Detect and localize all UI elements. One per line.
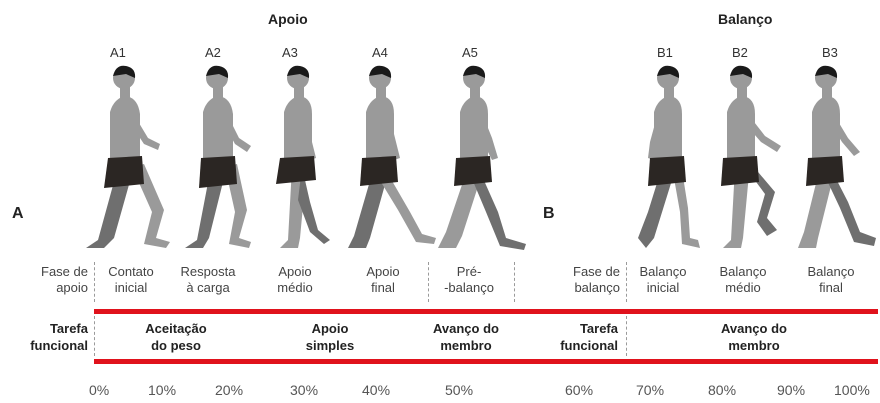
- task-weight-acceptance: Aceitação do peso: [145, 321, 207, 353]
- swing-row-label: Fase de balanço: [573, 264, 620, 295]
- percent-label: 50%: [445, 382, 474, 398]
- divider: [428, 262, 429, 302]
- divider: [626, 262, 627, 302]
- swing-heading: Balanço: [718, 11, 773, 27]
- percent-label: 0%: [89, 382, 110, 398]
- task-limb-advancement-stance: Avanço do membro: [433, 321, 499, 353]
- figure-code-b2: B2: [732, 45, 748, 60]
- percent-label: 90%: [777, 382, 806, 398]
- phase-terminal-swing: Balanço final: [807, 264, 855, 295]
- walking-figure-a1: [86, 65, 170, 248]
- figure-code-b3: B3: [822, 45, 838, 60]
- figure-code-a1: A1: [110, 45, 126, 60]
- stance-task-label: Tarefa funcional: [30, 321, 88, 353]
- stance-heading: Apoio: [268, 11, 308, 27]
- task-limb-advancement-swing: Avanço do membro: [721, 321, 787, 353]
- walking-figure-a5: [438, 65, 526, 250]
- figure-code-a4: A4: [372, 45, 388, 60]
- divider: [94, 262, 95, 302]
- phase-initial-contact: Contato inicial: [108, 264, 154, 295]
- percent-label: 30%: [290, 382, 319, 398]
- percent-label: 60%: [565, 382, 594, 398]
- divider: [94, 316, 95, 356]
- phase-initial-swing: Balanço inicial: [639, 264, 687, 295]
- panel-letter-b: B: [543, 205, 555, 222]
- task-single-support: Apoio simples: [305, 321, 355, 353]
- stance-row-label: Fase de apoio: [41, 264, 88, 295]
- phase-pre-swing: Pré- -balanço: [444, 264, 494, 295]
- divider: [514, 262, 515, 302]
- phase-loading-response: Resposta à carga: [180, 264, 236, 295]
- figure-code-a3: A3: [282, 45, 298, 60]
- percent-label: 20%: [215, 382, 244, 398]
- phase-mid-swing: Balanço médio: [719, 264, 767, 295]
- walking-figure-a3: [276, 65, 330, 248]
- figure-code-a2: A2: [205, 45, 221, 60]
- task-band-top-line: [94, 309, 878, 314]
- phase-terminal-stance: Apoio final: [366, 264, 400, 295]
- phase-mid-stance: Apoio médio: [277, 264, 313, 295]
- walking-figure-b3: [798, 65, 876, 248]
- percent-label: 80%: [708, 382, 737, 398]
- walking-figure-a4: [348, 65, 436, 248]
- divider: [626, 316, 627, 356]
- walking-figure-b2: [721, 65, 781, 248]
- panel-letter-a: A: [12, 205, 24, 222]
- percent-label: 100%: [834, 382, 870, 398]
- swing-task-label: Tarefa funcional: [560, 321, 618, 353]
- figure-code-b1: B1: [657, 45, 673, 60]
- percent-label: 10%: [148, 382, 177, 398]
- percent-label: 70%: [636, 382, 665, 398]
- walking-figure-a2: [185, 65, 251, 248]
- task-band-bottom-line: [94, 359, 878, 364]
- percent-label: 40%: [362, 382, 391, 398]
- walking-figure-b1: [638, 65, 700, 248]
- figure-code-a5: A5: [462, 45, 478, 60]
